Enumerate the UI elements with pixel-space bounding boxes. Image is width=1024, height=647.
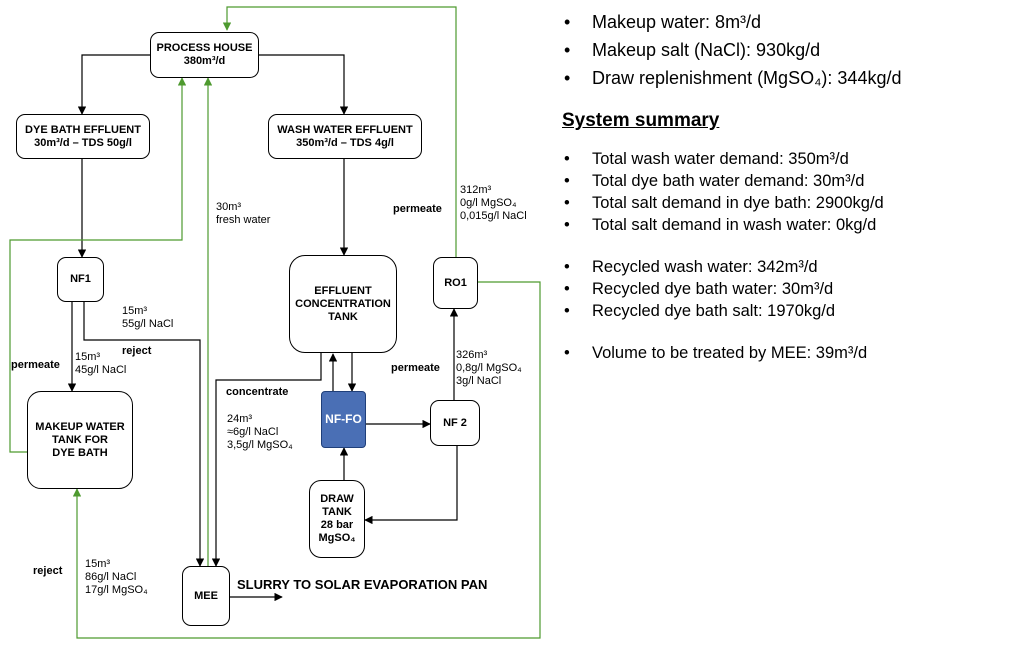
note-nf1-reject: 15m³ 55g/l NaCl <box>122 305 173 331</box>
makeup-tank-line1: MAKEUP WATER <box>35 420 125 433</box>
label-reject-nf1: reject <box>122 345 152 357</box>
label-permeate-nf2: permeate <box>391 362 440 374</box>
dye-bath-effluent-flow: 30m³/d – TDS 50g/l <box>34 136 132 149</box>
note-nf2-permeate-line: 0,8g/l MgSO₄ <box>456 362 522 374</box>
ro1-node: RO1 <box>433 257 478 309</box>
line-ph-to-dye <box>77 54 150 115</box>
line-nf1-reject <box>83 302 205 567</box>
process-house-flow: 380m³/d <box>183 55 226 67</box>
summary-item: Total salt demand in wash water: 0kg/d <box>560 214 1020 236</box>
line-ro1-reject <box>72 281 541 639</box>
summary-item: Total dye bath water demand: 30m³/d <box>560 170 1020 192</box>
wash-water-effluent-flow: 350m³/d – TDS 4g/l <box>296 136 394 149</box>
effluent-tank-line2: CONCENTRATION <box>295 297 391 310</box>
effluent-tank-node: EFFLUENT CONCENTRATION TANK <box>289 255 397 353</box>
note-nf2-permeate-line: 326m³ <box>456 349 488 361</box>
note-ro1-permeate-line: 0,015g/l NaCl <box>460 210 527 222</box>
line-concentrate <box>211 353 322 567</box>
makeup-tank-node: MAKEUP WATER TANK FOR DYE BATH <box>27 391 133 489</box>
note-fresh-water-line: fresh water <box>216 214 271 226</box>
process-house-node: PROCESS HOUSE 380m³/d <box>150 32 259 78</box>
nf1-node: NF1 <box>57 257 104 302</box>
note-nf2-permeate: 326m³ 0,8g/l MgSO₄ 3g/l NaCl <box>456 349 522 388</box>
nf1-name: NF1 <box>70 273 91 285</box>
note-nf1-reject-line: 15m³ <box>122 305 148 317</box>
note-ro1-permeate-line: 0g/l MgSO₄ <box>460 197 517 209</box>
draw-tank-line2: TANK <box>322 506 352 518</box>
note-nf2-permeate-line: 3g/l NaCl <box>456 375 502 387</box>
note-concentrate-line: ≈6g/l NaCl <box>227 426 279 438</box>
note-concentrate-line: 3,5g/l MgSO₄ <box>227 439 293 451</box>
nf-fo-name: NF-FO <box>325 412 362 426</box>
line-ro1-permeate <box>222 6 457 257</box>
effluent-tank-line3: TANK <box>328 310 358 323</box>
process-house-name: PROCESS HOUSE <box>156 42 253 54</box>
note-ro1-permeate-line: 312m³ <box>460 184 492 196</box>
effluent-tank-line1: EFFLUENT <box>314 284 372 297</box>
makeup-tank-line3: DYE BATH <box>52 446 108 459</box>
summary-list: Total wash water demand: 350m³/d Total d… <box>560 148 1020 364</box>
line-makeup-recycle <box>9 77 187 453</box>
note-nf1-permeate: 15m³ 45g/l NaCl <box>75 351 126 377</box>
label-permeate-nf1: permeate <box>11 359 60 371</box>
note-concentrate: 24m³ ≈6g/l NaCl 3,5g/l MgSO₄ <box>227 413 293 452</box>
wash-water-effluent-node: WASH WATER EFFLUENT 350m³/d – TDS 4g/l <box>268 114 422 159</box>
summary-item: Recycled dye bath salt: 1970kg/d <box>560 300 1020 322</box>
wash-water-effluent-name: WASH WATER EFFLUENT <box>277 123 413 136</box>
label-slurry: SLURRY TO SOLAR EVAPORATION PAN <box>237 577 488 592</box>
makeup-item: Makeup salt (NaCl): 930kg/d <box>560 36 1020 64</box>
makeup-item: Draw replenishment (MgSO₄): 344kg/d <box>560 64 1020 92</box>
label-permeate-ro1: permeate <box>393 203 442 215</box>
nf2-node: NF 2 <box>430 400 480 446</box>
note-fresh-water-line: 30m³ <box>216 201 242 213</box>
ro1-name: RO1 <box>444 276 467 289</box>
note-ro1-permeate: 312m³ 0g/l MgSO₄ 0,015g/l NaCl <box>460 184 527 223</box>
summary-item: Volume to be treated by MEE: 39m³/d <box>560 342 1020 364</box>
note-bottom-reject-line: 17g/l MgSO₄ <box>85 584 148 596</box>
note-bottom-reject-line: 15m³ <box>85 558 111 570</box>
draw-tank-line4: MgSO₄ <box>318 532 356 544</box>
makeup-item: Makeup water: 8m³/d <box>560 8 1020 36</box>
draw-tank-node: DRAW TANK 28 bar MgSO₄ <box>309 480 365 558</box>
label-concentrate: concentrate <box>226 386 289 398</box>
summary-item: Recycled dye bath water: 30m³/d <box>560 278 1020 300</box>
summary-item: Recycled wash water: 342m³/d <box>560 256 1020 278</box>
mee-node: MEE <box>182 566 230 626</box>
note-bottom-reject: 15m³ 86g/l NaCl 17g/l MgSO₄ <box>85 558 148 597</box>
draw-tank-line3: 28 bar <box>320 519 354 531</box>
note-concentrate-line: 24m³ <box>227 413 253 425</box>
dye-bath-effluent-name: DYE BATH EFFLUENT <box>25 123 141 136</box>
nf-fo-node: NF-FO <box>321 391 366 448</box>
line-nf2-to-draw <box>364 446 458 525</box>
dye-bath-effluent-node: DYE BATH EFFLUENT 30m³/d – TDS 50g/l <box>16 114 150 159</box>
note-nf1-permeate-line: 45g/l NaCl <box>75 364 127 376</box>
note-bottom-reject-line: 86g/l NaCl <box>85 571 137 583</box>
note-fresh-water: 30m³ fresh water <box>216 201 270 227</box>
draw-tank-line1: DRAW <box>320 493 354 505</box>
note-nf1-permeate-line: 15m³ <box>75 351 101 363</box>
summary-title: System summary <box>562 110 720 131</box>
note-nf1-reject-line: 55g/l NaCl <box>122 318 174 330</box>
summary-item: Total salt demand in dye bath: 2900kg/d <box>560 192 1020 214</box>
line-ph-to-wash <box>259 54 349 115</box>
summary-panel: Makeup water: 8m³/d Makeup salt (NaCl): … <box>560 8 1020 364</box>
makeup-list: Makeup water: 8m³/d Makeup salt (NaCl): … <box>560 8 1020 92</box>
mee-name: MEE <box>194 589 218 602</box>
makeup-tank-line2: TANK FOR <box>51 433 108 446</box>
summary-item: Total wash water demand: 350m³/d <box>560 148 1020 170</box>
nf2-name: NF 2 <box>443 416 467 429</box>
label-reject-bottom: reject <box>33 565 63 577</box>
